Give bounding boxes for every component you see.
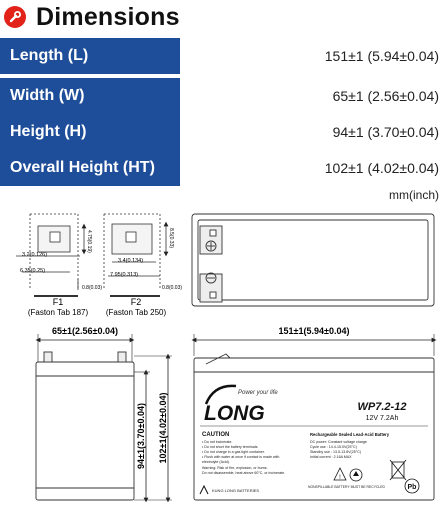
pb-recycle-icon: Pb: [404, 478, 420, 494]
page-title: Dimensions: [36, 2, 180, 31]
f1-title: F1: [53, 297, 64, 307]
caution-line: Warning: Risk of fire, explosion, or bur…: [202, 466, 268, 470]
battery-front-view: [193, 353, 435, 501]
wrench-icon: [4, 6, 26, 28]
f2-title: F2: [131, 297, 142, 307]
caution-line: • Do not charge in a gas tight container…: [202, 450, 265, 454]
dimension-row-overall-height: Overall Height (HT) 102±1 (4.02±0.04): [0, 150, 447, 186]
page-header: Dimensions: [4, 2, 180, 32]
dimension-label: Height (H): [0, 114, 180, 150]
f1-dim-label: 4.75(0.19): [86, 230, 92, 253]
brand-tagline: Power your life: [238, 390, 278, 396]
battery-spec: 12V 7.2Ah: [366, 415, 399, 422]
f2-dim-label: 8.5(0.33): [168, 228, 174, 248]
dimension-label: Length (L): [0, 38, 180, 74]
warning-icon: !: [333, 467, 347, 481]
caution-title: CAUTION: [202, 432, 229, 438]
svg-text:!: !: [339, 475, 341, 481]
dimension-label: Width (W): [0, 78, 180, 114]
kl-logo-icon: [199, 484, 209, 495]
model-number: WP7.2-12: [358, 401, 407, 413]
f1-dim-label: 6.35(0.25): [20, 268, 45, 274]
caution-line: • Do not short the battery terminals.: [202, 445, 258, 449]
recycle-icon: [349, 468, 363, 482]
overall-height-dimension-label: 102±1(4.02±0.04): [158, 393, 168, 464]
unit-note: mm(inch): [389, 188, 439, 202]
battery-top-view: [191, 213, 435, 307]
caution-line: • Flush with water at once if contact is…: [202, 455, 279, 459]
brand-logo: LONG: [204, 384, 265, 425]
dimension-value: 65±1 (2.56±0.04): [332, 88, 439, 104]
brand-name: LONG: [204, 402, 265, 425]
terminal-f1-detail: [16, 213, 87, 297]
dimension-row-width: Width (W) 65±1 (2.56±0.04): [0, 78, 447, 114]
dimension-value: 151±1 (5.94±0.04): [324, 48, 439, 64]
dimension-row-height: Height (H) 94±1 (3.70±0.04): [0, 114, 447, 150]
f1-dim-label: 0.8(0.03): [82, 285, 102, 291]
caution-line: Do not disassemble, heat above 60°C, or …: [202, 471, 285, 475]
recharge-line: Standby use : 13.5-13.8V(25°C): [310, 450, 361, 454]
height-dimension-label: 94±1(3.70±0.04): [136, 403, 146, 469]
recharge-title: Rechargeable Sealed Lead-Acid Battery: [310, 432, 390, 437]
width-dimension-label: 65±1(2.56±0.04): [52, 326, 118, 336]
f2-dim-label: 0.8(0.03): [162, 285, 182, 291]
dimension-row-length: Length (L) 151±1 (5.94±0.04): [0, 38, 447, 74]
f2-dim-label: 7.95(0.313): [110, 272, 138, 278]
dimension-label: Overall Height (HT): [0, 150, 180, 186]
f2-dim-label: 3.4(0.134): [118, 258, 143, 264]
dimension-value: 102±1 (4.02±0.04): [324, 160, 439, 176]
recharge-line: DC power: Constant voltage charge: [310, 440, 367, 444]
dimension-value: 94±1 (3.70±0.04): [332, 124, 439, 140]
crossed-bin-icon: [389, 459, 407, 481]
battery-side-view: [35, 351, 135, 501]
recharge-line: Initial current : 2.16A MAX: [310, 455, 352, 459]
f1-subtitle: (Faston Tab 187): [28, 308, 89, 317]
footer-left: KUNG LONG BATTERIES: [212, 488, 259, 493]
caution-line: electrolyte (Acid).: [202, 460, 230, 464]
length-dimension-label: 151±1(5.94±0.04): [279, 326, 350, 336]
footer-right: NONSPILLABLE BATTERY MUST BE RECYCLED: [308, 485, 386, 489]
terminal-f2-detail: [103, 213, 169, 297]
recharge-line: Cycle use : 14.4-15.0V(25°C): [310, 445, 357, 449]
caution-line: • Do not incinerate.: [202, 440, 232, 444]
f2-subtitle: (Faston Tab 250): [106, 308, 167, 317]
pb-label: Pb: [408, 484, 417, 491]
f1-dim-label: 3.2(0.126): [22, 252, 47, 258]
